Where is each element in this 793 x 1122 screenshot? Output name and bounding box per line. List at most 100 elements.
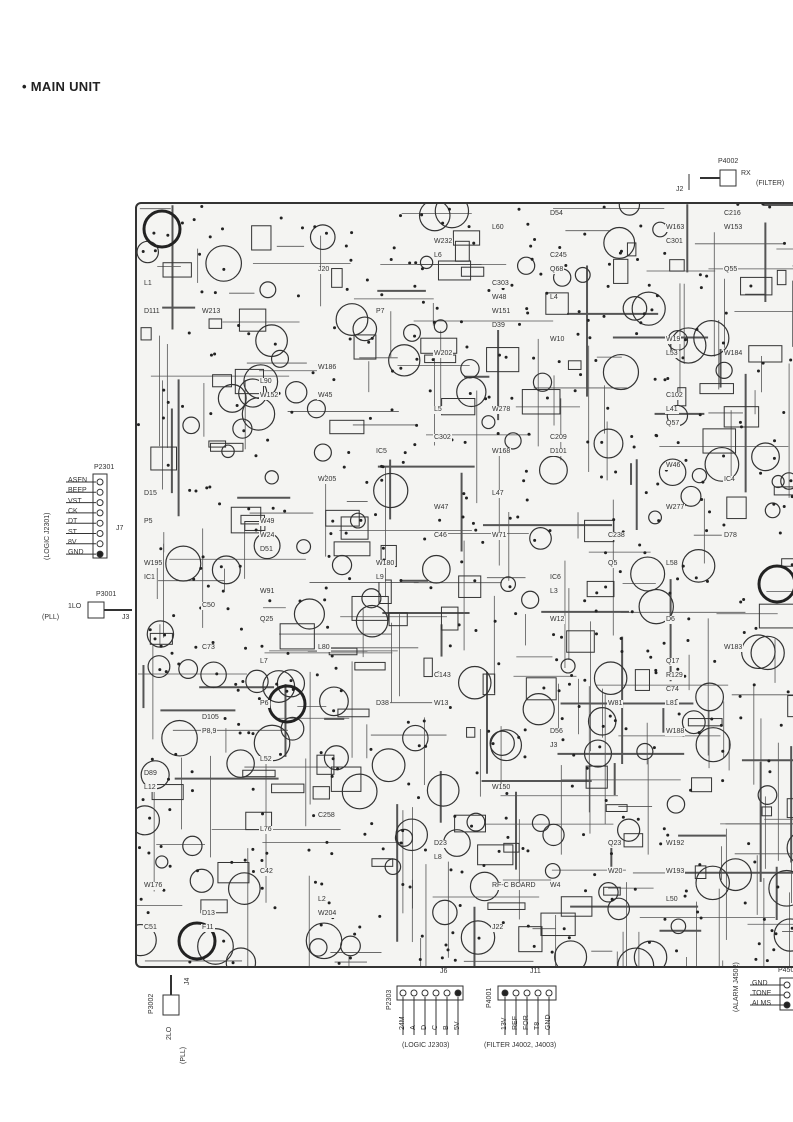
component-label: D101 xyxy=(549,448,568,456)
solder-pad xyxy=(593,873,597,877)
component-outline xyxy=(613,258,629,284)
solder-pad xyxy=(374,513,378,517)
solder-pad xyxy=(221,589,225,593)
component-outline xyxy=(477,844,514,866)
component-outline xyxy=(217,861,250,884)
connector-pin xyxy=(783,981,791,989)
solder-pad xyxy=(516,515,520,519)
component-outline xyxy=(603,886,621,896)
solder-pad xyxy=(414,261,418,265)
component-outline xyxy=(669,259,685,272)
solder-pad xyxy=(579,373,583,377)
component-outline xyxy=(781,558,793,567)
solder-pad xyxy=(358,925,362,929)
connector-label: (LOGIC J2303) xyxy=(402,1042,450,1049)
component-outline xyxy=(312,786,330,800)
connector-label: REF xyxy=(512,1016,519,1030)
component-outline xyxy=(695,865,730,901)
solder-pad xyxy=(782,411,786,415)
connector-label: T8 xyxy=(534,1021,541,1030)
solder-pad xyxy=(624,727,628,731)
solder-pad xyxy=(598,745,602,749)
component-label: W49 xyxy=(259,518,276,526)
component-label: W81 xyxy=(607,700,624,708)
connector-label: 2LO xyxy=(166,1026,173,1040)
connector-pin xyxy=(96,509,104,517)
component-label: L58 xyxy=(665,560,679,568)
solder-pad xyxy=(460,870,464,874)
component-outline xyxy=(757,785,778,805)
solder-pad xyxy=(721,341,725,345)
solder-pad xyxy=(666,377,670,381)
component-outline xyxy=(522,693,555,726)
solder-pad xyxy=(638,543,642,547)
solder-pad xyxy=(636,817,640,821)
solder-pad xyxy=(530,257,534,261)
solder-pad xyxy=(555,658,559,662)
component-outline xyxy=(460,920,496,955)
component-outline xyxy=(208,440,227,448)
component-outline xyxy=(330,766,362,792)
component-outline xyxy=(200,661,227,689)
component-outline xyxy=(284,381,308,404)
solder-pad xyxy=(655,434,659,438)
solder-pad xyxy=(594,359,598,363)
component-outline xyxy=(245,811,273,831)
component-outline xyxy=(335,303,369,336)
solder-pad xyxy=(153,637,157,641)
component-label: D6 xyxy=(665,616,676,624)
connector-pin xyxy=(432,989,440,997)
solder-pad xyxy=(359,518,363,522)
solder-pad xyxy=(415,423,419,427)
solder-pad xyxy=(533,238,537,242)
component-outline xyxy=(525,677,557,701)
solder-pad xyxy=(448,705,452,709)
solder-pad xyxy=(533,538,537,542)
solder-pad xyxy=(561,738,565,742)
component-label: C302 xyxy=(433,434,452,442)
solder-pad xyxy=(188,488,192,492)
component-outline xyxy=(452,230,481,246)
component-label: W180 xyxy=(375,560,396,568)
solder-pad xyxy=(463,440,467,444)
component-label: P5 xyxy=(143,518,154,526)
solder-pad xyxy=(724,311,728,315)
component-label: C303 xyxy=(491,280,510,288)
solder-pad xyxy=(401,829,405,833)
component-label: W13 xyxy=(433,700,450,708)
solder-pad xyxy=(192,218,196,222)
solder-pad xyxy=(573,389,577,393)
solder-pad xyxy=(390,408,394,412)
solder-pad xyxy=(190,789,194,793)
component-outline xyxy=(780,472,793,490)
component-outline xyxy=(758,603,793,629)
component-outline xyxy=(670,918,687,935)
component-outline xyxy=(540,912,576,937)
component-outline xyxy=(466,812,486,832)
component-label: W195 xyxy=(143,560,164,568)
solder-pad xyxy=(474,628,478,632)
connector-label: P3002 xyxy=(148,993,155,1014)
component-label: C301 xyxy=(665,238,684,246)
component-outline xyxy=(481,415,496,430)
solder-pad xyxy=(300,226,304,230)
component-outline xyxy=(583,739,613,768)
solder-pad xyxy=(754,626,758,630)
component-outline xyxy=(432,899,458,926)
solder-pad xyxy=(162,388,166,392)
component-outline xyxy=(586,580,615,598)
component-outline xyxy=(593,428,624,459)
connector-pin xyxy=(534,989,542,997)
component-label: D56 xyxy=(549,728,564,736)
solder-pad xyxy=(522,479,526,483)
component-outline xyxy=(623,833,644,848)
component-outline xyxy=(622,296,648,321)
solder-pad xyxy=(570,784,574,788)
component-outline xyxy=(584,519,615,543)
component-outline xyxy=(319,686,349,717)
solder-pad xyxy=(241,679,245,683)
solder-pad xyxy=(334,666,338,670)
solder-pad xyxy=(460,560,464,564)
solder-pad xyxy=(713,659,717,663)
solder-pad xyxy=(526,924,530,928)
